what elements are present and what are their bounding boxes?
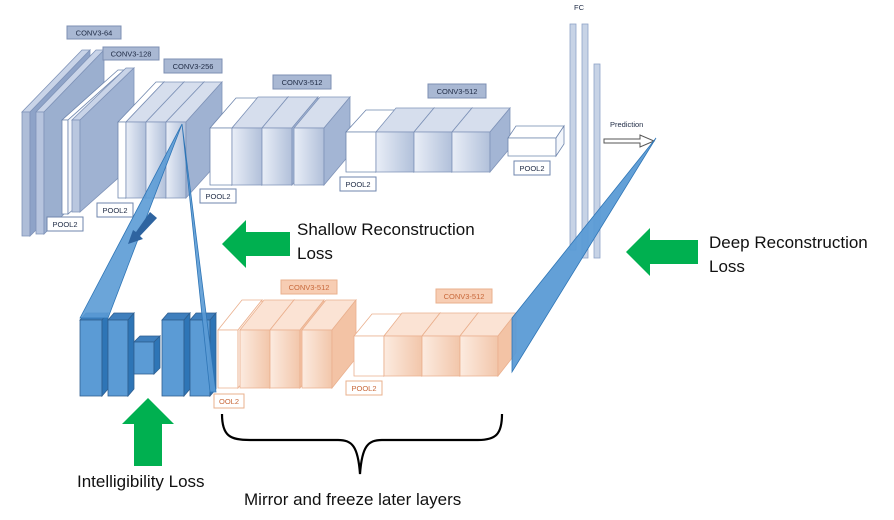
mirrored-conv3-512-block-1 (217, 298, 357, 390)
shallow-loss-label-1: Shallow Reconstruction (297, 220, 475, 239)
svg-text:POOL2: POOL2 (519, 164, 544, 173)
blue-decoder-blocks (79, 311, 217, 398)
pool-block-last (507, 124, 565, 158)
shallow-loss: Shallow Reconstruction Loss (222, 220, 475, 268)
svg-text:CONV3-512: CONV3-512 (437, 87, 478, 96)
svg-text:POOL2: POOL2 (102, 206, 127, 215)
svg-text:CONV3-64: CONV3-64 (76, 29, 113, 38)
decoder-pool-label-2: POOL2 (345, 380, 383, 396)
mirror-brace: Mirror and freeze later layers (220, 413, 504, 509)
conv3-256-block (117, 80, 223, 200)
pool-label-5: POOL2 (513, 160, 551, 176)
deep-loss-label-1: Deep Reconstruction (709, 233, 868, 252)
label-conv3-128: CONV3-128 (102, 46, 160, 61)
down-arrow-hint-icon (128, 212, 157, 244)
decoder-pool-label-1: OOL2 (213, 393, 245, 409)
shallow-projection-wedge-thin (181, 123, 217, 393)
projection-wedges (79, 123, 657, 393)
label-conv3-64: CONV3-64 (66, 25, 122, 40)
deep-loss-arrow-icon (626, 228, 698, 276)
conv3-512-block-2 (345, 106, 511, 174)
pool-label-4: POOL2 (339, 176, 377, 192)
pool-label-2: POOL2 (96, 202, 134, 218)
decoder-label-conv3-512-b: CONV3-512 (435, 288, 493, 304)
label-conv3-512-a: CONV3-512 (272, 74, 332, 90)
shallow-loss-arrow-icon (222, 220, 290, 268)
intelligibility-loss-label: Intelligibility Loss (77, 472, 205, 491)
brace-caption: Mirror and freeze later layers (244, 490, 461, 509)
svg-text:POOL2: POOL2 (345, 180, 370, 189)
decoder: CONV3-512 CONV3-512 OOL2 POOL2 (79, 279, 517, 409)
svg-text:CONV3-512: CONV3-512 (282, 78, 323, 87)
deep-loss: Deep Reconstruction Loss (626, 228, 868, 276)
shallow-loss-label-2: Loss (297, 244, 333, 263)
svg-text:POOL2: POOL2 (205, 192, 230, 201)
encoder: CONV3-64 CONV3-128 CONV3-256 CONV3-512 C… (21, 3, 656, 259)
svg-text:CONV3-512: CONV3-512 (289, 283, 330, 292)
pool-label-3: POOL2 (199, 188, 237, 204)
intelligibility-loss: Intelligibility Loss (77, 398, 205, 491)
svg-text:CONV3-256: CONV3-256 (173, 62, 214, 71)
label-conv3-256: CONV3-256 (163, 58, 223, 74)
deep-loss-label-2: Loss (709, 257, 745, 276)
conv3-512-block-1 (209, 95, 351, 187)
prediction-arrow (603, 134, 656, 148)
svg-text:OOL2: OOL2 (219, 397, 239, 406)
mirrored-conv3-512-block-2 (353, 311, 517, 378)
pool-label-1: POOL2 (46, 216, 84, 232)
decoder-label-conv3-512-a: CONV3-512 (280, 279, 338, 295)
svg-text:POOL2: POOL2 (351, 384, 376, 393)
curly-brace (220, 413, 504, 475)
label-prediction: Prediction (610, 120, 643, 129)
deep-projection-wedge (511, 137, 657, 374)
svg-text:POOL2: POOL2 (52, 220, 77, 229)
label-fc: FC (574, 3, 585, 12)
label-conv3-512-b: CONV3-512 (427, 83, 487, 99)
svg-text:CONV3-512: CONV3-512 (444, 292, 485, 301)
svg-text:CONV3-128: CONV3-128 (111, 50, 152, 59)
intelligibility-loss-arrow-icon (122, 398, 174, 466)
